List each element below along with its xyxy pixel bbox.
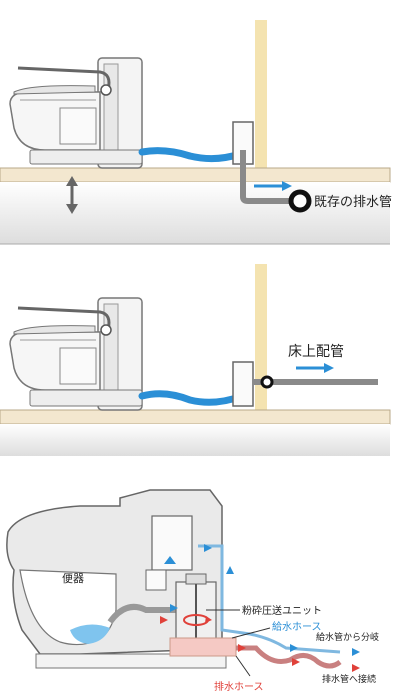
flow-arrow	[254, 181, 292, 191]
connection-box	[232, 361, 254, 407]
wall	[255, 264, 267, 412]
blue-hose	[138, 147, 244, 163]
drain-chamber	[169, 637, 237, 657]
floor-piping-panel: 床上配管	[0, 250, 400, 465]
existing-drain-panel: 既存の排水管	[0, 0, 400, 250]
underfloor-space	[0, 182, 390, 244]
cross-section-panel: 便器 粉砕圧送ユニット 給水ホース 排水ホース 給水管から分岐 排水管へ接続	[0, 470, 400, 700]
flow-arrow	[296, 363, 334, 373]
supply-hose-label: 給水ホース	[272, 620, 322, 633]
underfloor-space	[0, 424, 390, 456]
wall	[255, 20, 267, 170]
branch-label: 給水管から分岐	[316, 631, 379, 643]
blue-hose	[138, 376, 246, 406]
drain-hose-label: 排水ホース	[214, 680, 264, 693]
red-arrows	[160, 616, 360, 672]
crusher-unit-label: 粉砕圧送ユニット	[242, 604, 322, 617]
floor-piping-label: 床上配管	[288, 344, 344, 360]
existing-drain-label: 既存の排水管	[314, 195, 392, 210]
pipe-joint	[260, 375, 274, 389]
connect-label: 排水管へ接続	[322, 673, 376, 685]
toilet-cross-section	[6, 489, 227, 669]
blue-arrows	[164, 544, 360, 656]
drain-pipe-end	[288, 189, 312, 213]
drain-hose	[236, 645, 342, 669]
height-arrow	[66, 176, 78, 214]
floor-slab	[0, 409, 391, 425]
leader-lines	[206, 609, 271, 677]
toilet-unit	[9, 297, 143, 411]
floor-slab	[0, 167, 391, 183]
supply-line	[198, 544, 341, 654]
toilet-label: 便器	[62, 572, 84, 585]
crusher-pump-unit	[175, 573, 217, 646]
toilet-unit	[9, 57, 143, 169]
drain-pipe	[240, 150, 300, 204]
